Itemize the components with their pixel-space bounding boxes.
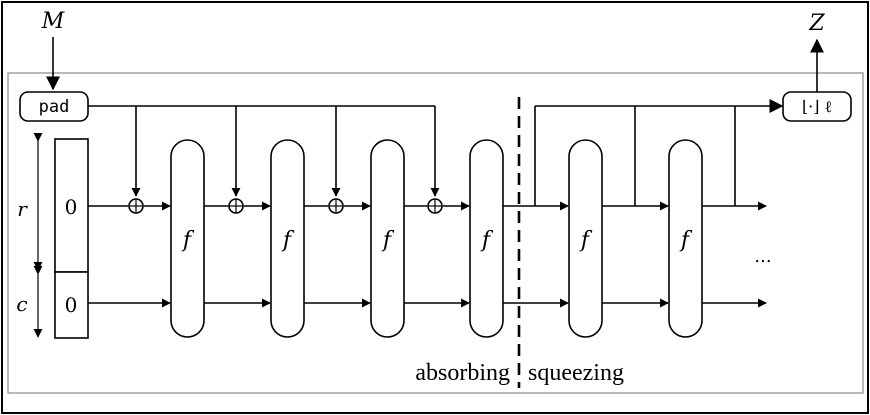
pad-label: pad [39, 97, 70, 117]
squeezing-label: squeezing [528, 360, 624, 386]
capacity-label: c [16, 292, 27, 316]
xor-2 [228, 198, 244, 214]
rate-label: r [17, 197, 28, 221]
capacity-init: 0 [65, 293, 78, 317]
continuation-ellipsis: ... [754, 246, 771, 267]
xor-1 [128, 198, 144, 214]
truncate-label: ⌊·⌋ ℓ [802, 97, 833, 116]
f-block-5: f [568, 139, 603, 338]
f-block-3: f [370, 139, 405, 338]
f-block-2: f [270, 139, 305, 338]
xor-4 [427, 198, 443, 214]
xor-3 [328, 198, 344, 214]
inner-frame [7, 72, 864, 394]
f-block-1: f [170, 139, 205, 338]
f-block-6: f [668, 139, 703, 338]
output-label: Z [808, 11, 825, 36]
state-capacity-box [54, 271, 89, 339]
rate-init: 0 [65, 195, 78, 219]
f-block-4: f [469, 139, 504, 338]
absorbing-label: absorbing [415, 360, 510, 386]
input-label: M [41, 9, 65, 34]
